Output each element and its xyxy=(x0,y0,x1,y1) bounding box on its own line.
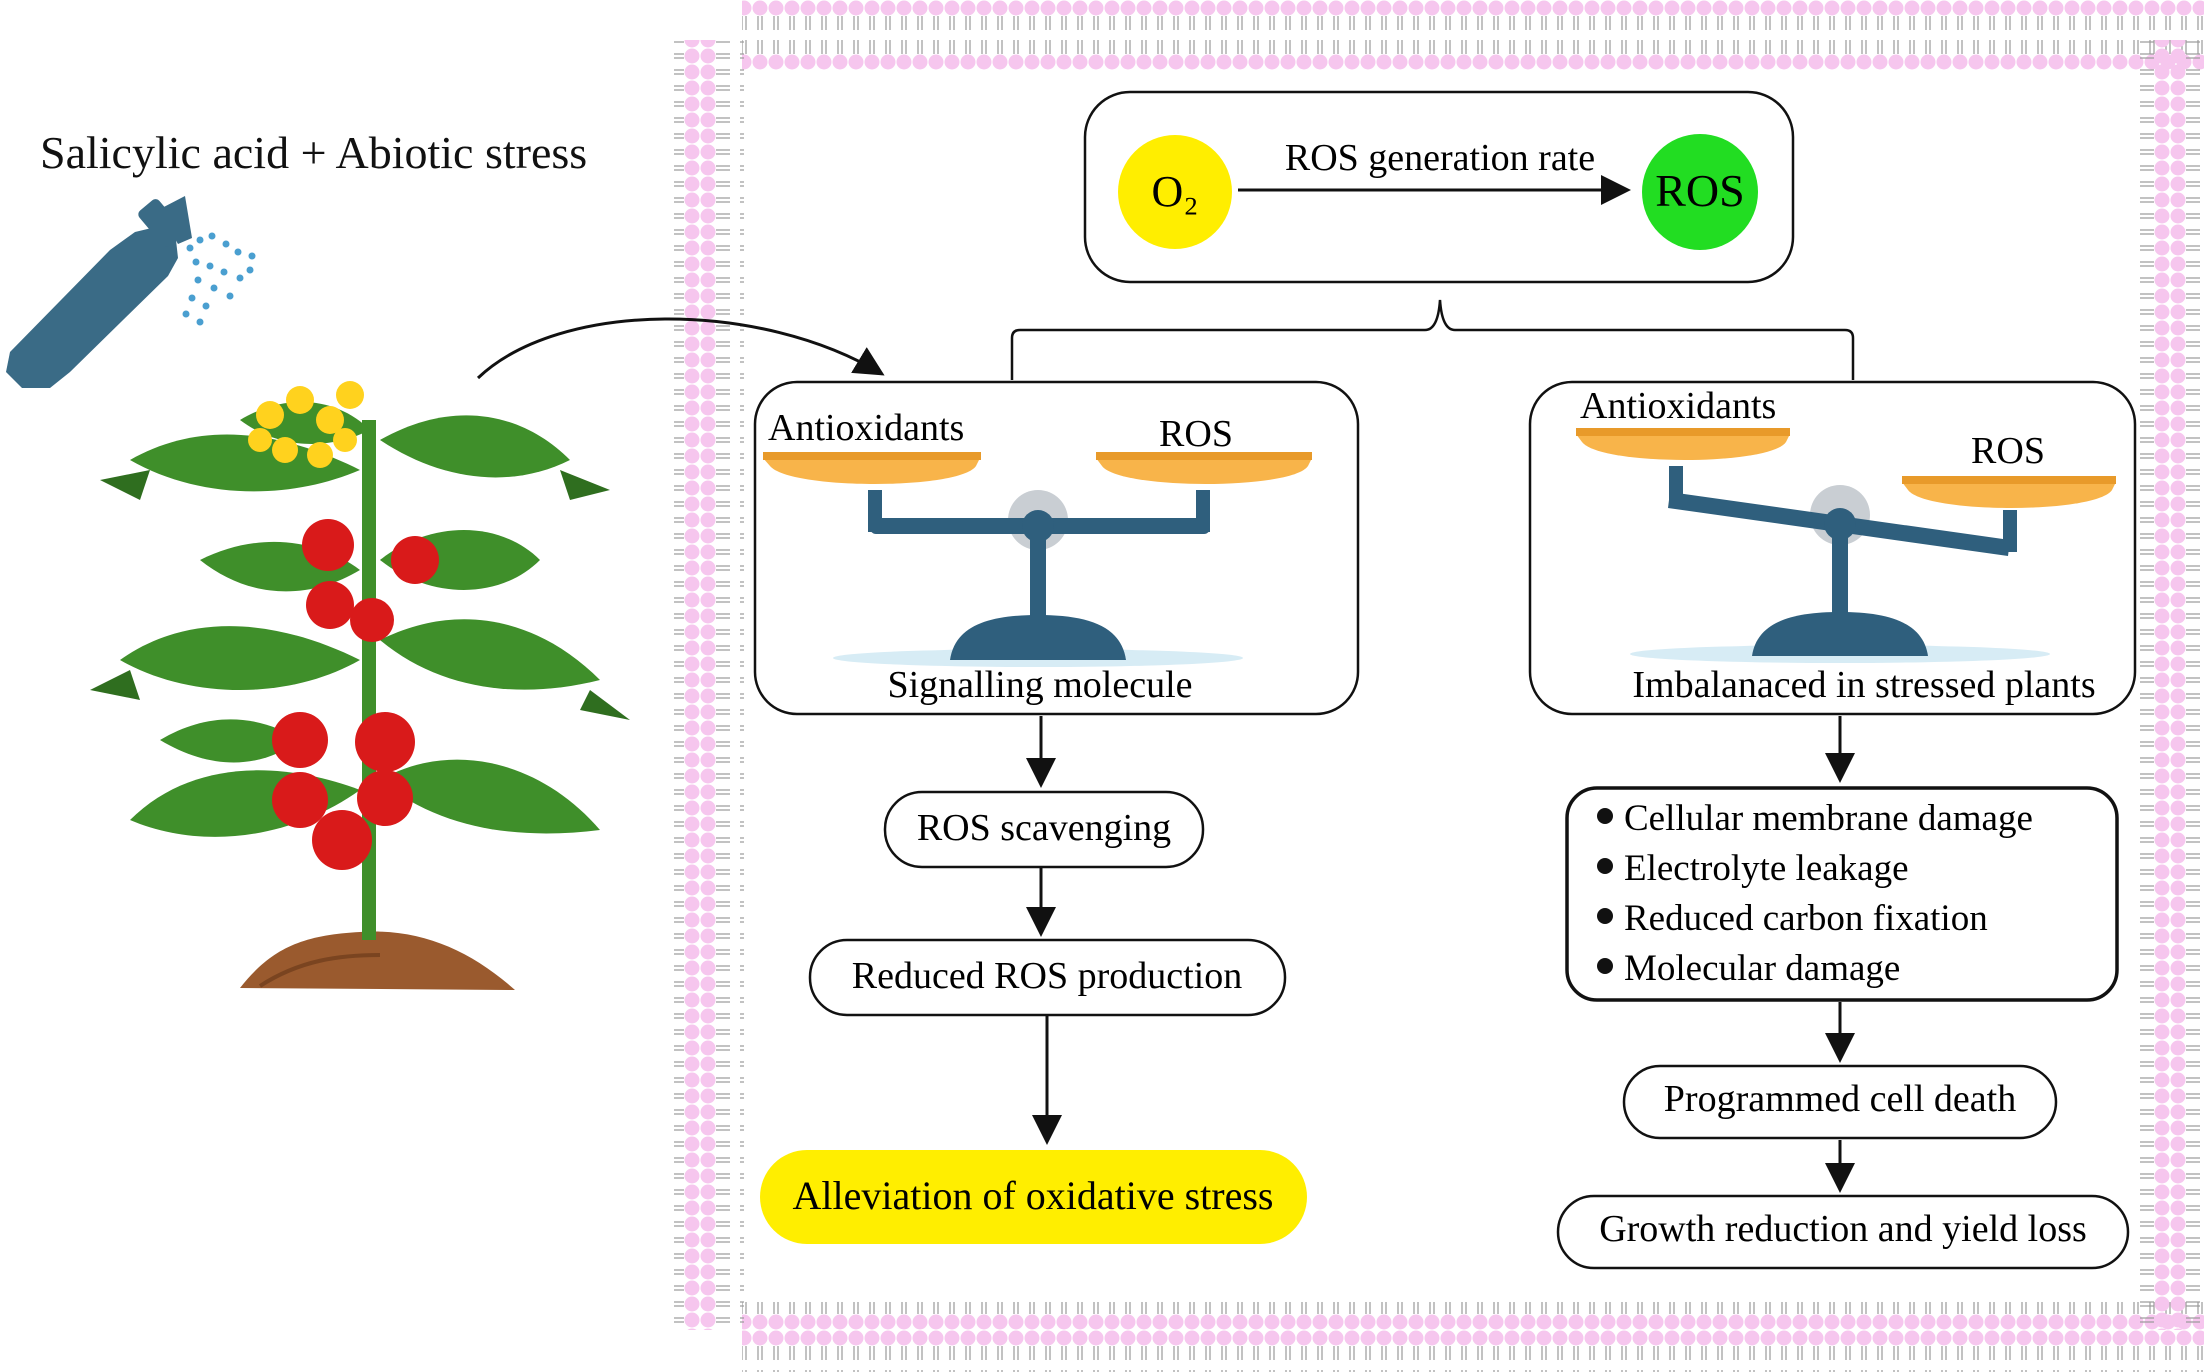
ros-generation-box: O₂ ROS ROS generation rate xyxy=(1083,90,1795,284)
membrane-bottom xyxy=(742,1302,2204,1372)
o2-label: O₂ xyxy=(1151,167,1198,216)
plant-to-cell-arrow xyxy=(476,317,885,380)
alleviation-box: Alleviation of oxidative stress xyxy=(760,1150,1307,1244)
right-ros-label: ROS xyxy=(1971,430,2045,472)
effect-item: Reduced carbon fixation xyxy=(1624,898,1988,939)
tilted-scale-icon xyxy=(1576,428,2116,663)
bullet xyxy=(1597,808,1613,824)
bullet xyxy=(1597,958,1613,974)
balanced-panel: Antioxidants ROS Signalling molecule xyxy=(753,380,1360,716)
ros-circle xyxy=(1642,134,1758,250)
reduced-ros-production-label: Reduced ROS production xyxy=(852,955,1243,997)
ros-scavenging-label: ROS scavenging xyxy=(917,807,1171,849)
ros-generation-rate-label: ROS generation rate xyxy=(1285,137,1595,179)
membrane-top xyxy=(742,0,2204,70)
cell-membrane-border xyxy=(674,0,2204,1372)
bullet xyxy=(1597,908,1613,924)
left-antioxidants-label: Antioxidants xyxy=(768,407,964,449)
alleviation-label: Alleviation of oxidative stress xyxy=(792,1173,1273,1218)
damage-effects-box: Cellular membrane damage Electrolyte lea… xyxy=(1565,786,2119,1002)
o2-circle xyxy=(1118,135,1232,249)
bullet xyxy=(1597,858,1613,874)
left-ros-label: ROS xyxy=(1159,413,1233,455)
effect-item: Molecular damage xyxy=(1624,948,1900,989)
imbalanced-panel: Antioxidants ROS Imbalanaced in stressed… xyxy=(1528,380,2137,716)
tomato-plant-icon xyxy=(90,381,630,990)
left-caption: Signalling molecule xyxy=(887,664,1192,706)
reduced-ros-production-box: Reduced ROS production xyxy=(808,938,1287,1017)
membrane-right xyxy=(2134,40,2204,1330)
spray-bottle-icon xyxy=(6,196,256,388)
ros-scavenging-box: ROS scavenging xyxy=(883,790,1205,869)
programmed-cell-death-label: Programmed cell death xyxy=(1664,1078,2016,1120)
balance-scale-icon xyxy=(763,452,1312,667)
programmed-cell-death-box: Programmed cell death xyxy=(1622,1064,2058,1140)
diagram-title: Salicylic acid + Abiotic stress xyxy=(40,127,587,178)
membrane-left xyxy=(674,40,744,1330)
growth-reduction-label: Growth reduction and yield loss xyxy=(1599,1208,2087,1250)
effect-item: Electrolyte leakage xyxy=(1624,848,1909,889)
growth-reduction-box: Growth reduction and yield loss xyxy=(1556,1194,2130,1270)
right-antioxidants-label: Antioxidants xyxy=(1580,385,1776,427)
branch-bracket xyxy=(1010,299,1855,380)
right-caption: Imbalanaced in stressed plants xyxy=(1632,664,2095,706)
ros-label: ROS xyxy=(1655,165,1744,216)
effect-item: Cellular membrane damage xyxy=(1624,798,2033,839)
